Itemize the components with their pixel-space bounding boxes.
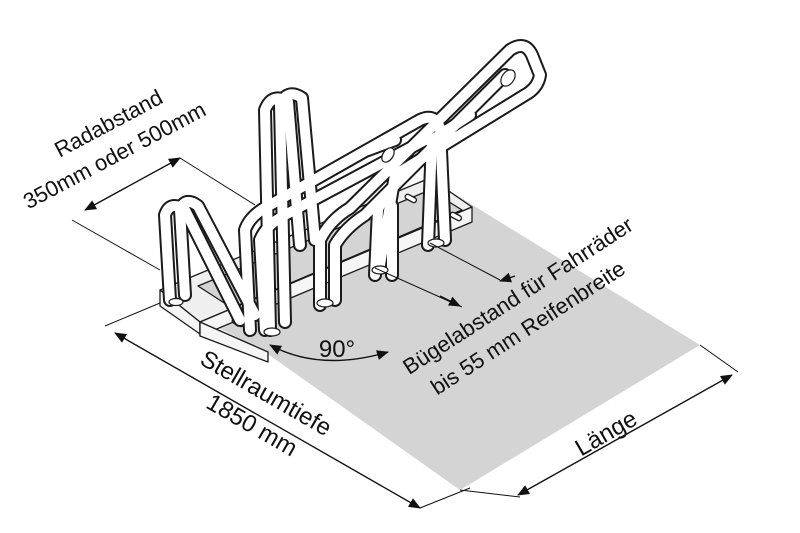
bar-spacing-dimension [374,242,516,308]
right-angle-indicator [269,344,389,362]
dimension-lines [71,157,739,509]
angle-label: 90° [319,336,355,363]
rack-tubes [158,39,547,337]
wheelbase-dimension [71,157,256,271]
depth-dimension [104,302,471,509]
length-dimension [459,344,739,498]
